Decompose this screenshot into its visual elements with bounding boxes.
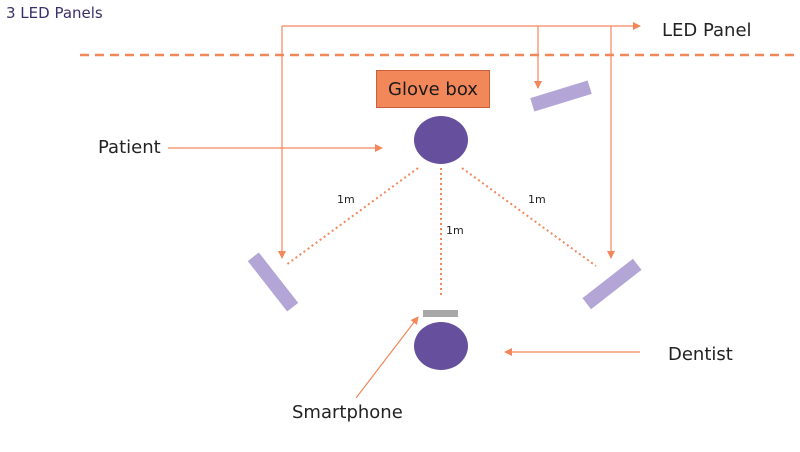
led-panel-label: LED Panel: [662, 20, 752, 41]
patient-label: Patient: [98, 137, 161, 158]
led-panel-top: [530, 80, 592, 112]
glove-box-label: Glove box: [388, 78, 478, 100]
dentist-circle: [414, 322, 468, 370]
distance-label-left: 1m: [337, 193, 355, 206]
distance-label-right: 1m: [528, 193, 546, 206]
smartphone-label: Smartphone: [292, 402, 403, 423]
dentist-label: Dentist: [668, 344, 733, 365]
led-panel-left: [247, 252, 299, 312]
distance-line-left: [285, 167, 419, 266]
distance-label-center: 1m: [446, 224, 464, 237]
glove-box: Glove box: [376, 70, 490, 108]
distance-line-right: [461, 167, 597, 267]
patient-circle: [414, 116, 468, 164]
led-panel-right: [582, 258, 642, 310]
smartphone-arrow: [355, 316, 419, 399]
smartphone-bar: [423, 310, 458, 317]
diagram-title: 3 LED Panels: [6, 4, 103, 22]
